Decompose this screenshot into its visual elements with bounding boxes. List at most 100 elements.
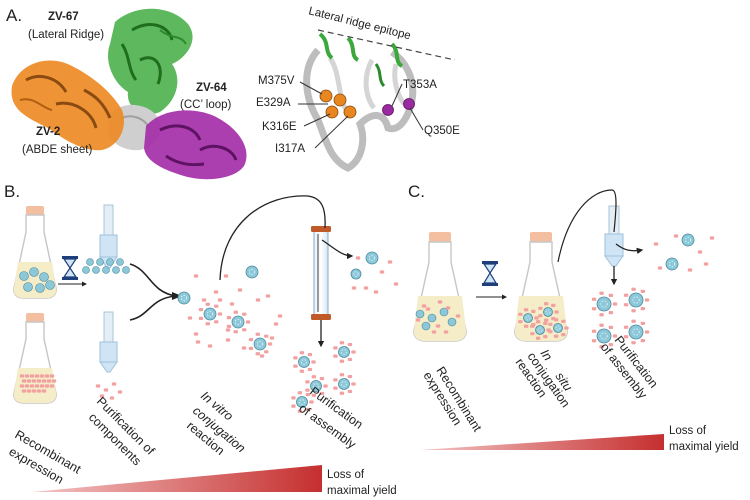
antigen-fragment [443,330,449,334]
nanoparticle-core [234,318,242,326]
nanoparticle [628,292,644,308]
antigen-fragment [421,304,427,308]
antigen-fragment [347,342,353,347]
nanoparticle-core [600,300,608,308]
nanoparticle [122,266,130,274]
mutation-leader-lines [298,81,424,149]
antigen-fragment [99,394,105,398]
arrow-c-side [615,243,644,255]
antigen-fragment [187,316,193,320]
antigen-fragment [297,409,303,413]
antigen-fragment [591,307,597,311]
nanoparticle [106,258,114,266]
zv64-name: ZV-64 [196,82,227,94]
antigen-fragment [591,297,597,301]
antigen-fragment [195,340,201,344]
nanoparticle-core [368,254,376,262]
nanoparticle-core [313,383,319,389]
panel-c-letter: C. [408,182,425,201]
antigen-fragment [225,328,231,332]
antigen-fragment [687,268,693,272]
antigen-fragment [265,294,271,298]
nanoparticle [177,291,191,305]
antigen-fragment [543,335,548,339]
antigen-fragment [623,303,629,307]
particle-field-c [415,233,715,349]
antigen-fragment [425,307,431,311]
mutation-label-m375v: M375V [258,75,295,87]
antigen-fragment [644,330,650,334]
yield-label-b-line2: maximal yield [327,485,397,497]
antigen-fragment [34,374,40,378]
antigen-fragment [269,336,275,340]
antigen-fragment [24,384,30,388]
zv64-antibody-structure [144,110,247,180]
merge-arrow-head [172,292,182,300]
antigen-fragment [535,320,541,324]
antigen-fragment [523,308,529,312]
nanoparticle [245,265,259,279]
nanoparticle [535,325,545,335]
antigen-fragment [339,373,345,377]
antigen-fragment [242,328,247,332]
antigen-fragment [309,400,314,404]
zv67-antibody-structure [108,8,193,115]
antigen-fragment [26,389,32,393]
nanoparticle [298,356,310,368]
antigen-fragment [49,384,55,388]
antigen-fragment [291,404,296,408]
antigen-fragment [393,282,399,286]
arrow-column-side [321,239,354,260]
antigen-fragment [608,343,614,347]
antigen-fragment [21,379,27,383]
mutation-label-t353a: T353A [403,79,437,91]
antigen-fragment [248,338,254,342]
nanoparticle [439,307,449,317]
hourglass-icon [62,256,78,280]
antigen-fragment [214,320,219,324]
antigen-fragment [599,323,604,327]
antigen-fragment [103,388,109,392]
antigen-fragment [233,310,238,314]
nanoparticle [523,313,533,323]
antigen-fragment [226,324,232,328]
antigen-fragment [445,306,451,310]
antigen-fragment [214,304,219,308]
antigen-fragment [387,260,393,264]
nanoparticle [427,313,437,323]
yield-label-c-line1: Loss of [669,425,707,437]
antigen-fragment [237,288,243,292]
antigen-fragment [551,303,556,307]
antigen-fragment [535,336,541,340]
antigen-fragment [264,334,269,338]
nanoparticle-core [299,399,305,405]
antigen-fragment [307,352,313,357]
zv67-name: ZV-67 [48,11,79,23]
panel-b: B. [4,182,399,497]
antigen-fragment [644,298,650,302]
nanoparticle [35,283,45,293]
nanoparticle [350,268,362,280]
antigen-fragment [530,324,535,328]
panel-c: C. Recombinant expression In sit [408,182,739,453]
antigen-fragment [248,346,254,350]
antigen-fragment [19,384,25,388]
antigen-fragment [631,287,636,291]
antigen-fragment [523,324,529,328]
antigen-fragment [29,374,35,378]
antigen-fragment [29,384,35,388]
antigen-fragment [657,266,663,270]
zv2-description: (ABDE sheet) [22,144,92,156]
yield-loss-wedge-b [32,465,322,492]
nanoparticle-core [525,315,531,321]
antigen-fragment [709,236,715,240]
antigen-fragment [229,302,235,306]
antigen-fragment [297,391,303,395]
assembly-purification-column [311,226,331,320]
antigen-fragment [623,335,629,339]
antigen-fragment [339,341,345,345]
nanoparticle [338,346,350,358]
particle-field-b [19,251,399,413]
antigen-fragment [538,306,543,310]
antigen-fragment [46,379,52,383]
